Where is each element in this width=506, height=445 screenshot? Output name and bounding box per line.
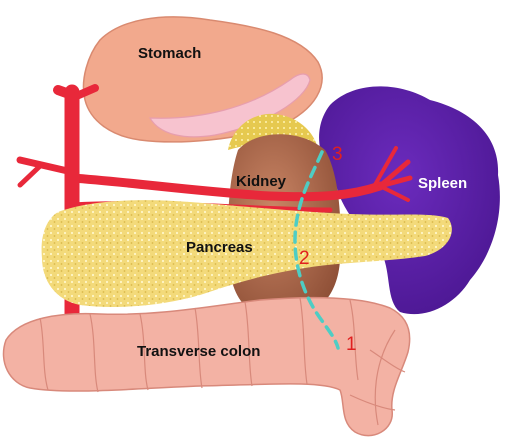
marker-2: 2 [299, 248, 310, 269]
marker-3: 3 [332, 144, 343, 165]
transverse-colon-shape [3, 298, 409, 436]
label-pancreas: Pancreas [186, 239, 253, 256]
label-spleen: Spleen [418, 175, 467, 192]
label-transverse-colon: Transverse colon [137, 343, 260, 360]
label-stomach: Stomach [138, 45, 201, 62]
label-kidney: Kidney [236, 173, 287, 190]
marker-1: 1 [346, 334, 357, 355]
